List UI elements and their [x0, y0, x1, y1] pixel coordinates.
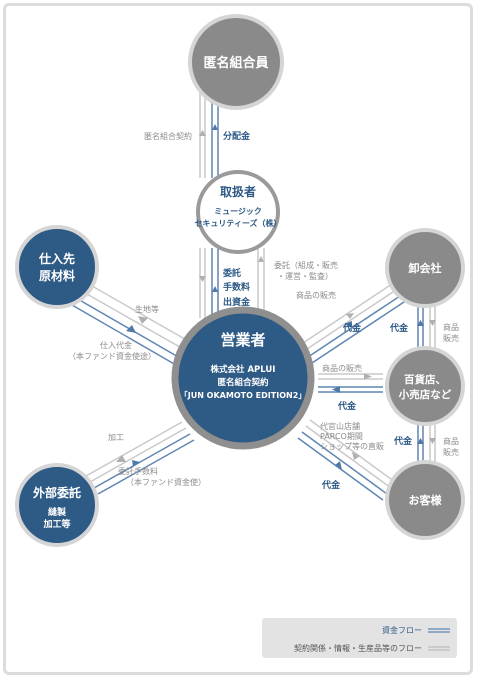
label-daikin-right-low: 代金	[393, 435, 413, 447]
node-gaibu: 外部委託 縫製 加工等	[15, 463, 99, 547]
label-daikanyama-1: 代官山店舗	[320, 421, 360, 431]
node-gaibu-line2: 加工等	[42, 518, 70, 530]
legend-money-flow: 資金フロー	[382, 625, 422, 635]
label-daikanyama-3: ショップ等の直販	[320, 441, 384, 451]
node-hyakkaten: 百貨店、 小売店など	[385, 346, 465, 426]
node-tokumei: 匿名組合員	[188, 14, 284, 110]
node-eigyosha: 営業者 株式会社 APLUI 匿名組合契約 「JUN OKAMOTO EDITI…	[171, 306, 315, 450]
node-shiiresaki-line2: 原材料	[39, 268, 75, 283]
label-daikin-oroshi: 代金	[342, 322, 362, 334]
flow-labels: 匿名組合契約 分配金 委託 手数料 出資金 委託（組成・販売 ・運営・監査） 生…	[68, 130, 459, 491]
node-okyakusama-title: お客様	[409, 493, 443, 507]
node-oroshi-title: 卸会社	[409, 261, 442, 275]
node-eigyosha-line3: 「JUN OKAMOTO EDITION2」	[180, 390, 307, 400]
label-shusshikin: 出資金	[223, 296, 251, 308]
node-hyakkaten-line2: 小売店など	[398, 388, 452, 401]
label-daikin-left-mid: 代金	[389, 322, 409, 334]
node-eigyosha-line2: 匿名組合契約	[217, 377, 269, 388]
label-shiire-daikin-1: 仕入代金	[100, 340, 132, 350]
label-daikin-okyaku: 代金	[321, 479, 341, 491]
label-haibunkin: 分配金	[223, 130, 251, 142]
label-shohin-hanbai-right-1: 商品	[443, 322, 459, 332]
node-shiiresaki: 仕入先 原材料	[15, 225, 99, 309]
node-toriatsukai: 取扱者 ミュージック セキュリティーズ（株）	[194, 170, 282, 254]
label-shiire-daikin-2: （本ファンド資金使途）	[68, 351, 156, 361]
label-tesuryo: 手数料	[223, 281, 250, 293]
node-toriatsukai-line2: セキュリティーズ（株）	[194, 218, 281, 228]
node-gaibu-line1: 縫製	[47, 506, 67, 518]
label-shohin-hanbai-oroshi: 商品の販売	[296, 290, 336, 300]
node-eigyosha-line1: 株式会社 APLUI	[211, 364, 276, 375]
label-itaku-tesuryo-2: （本ファンド資金使）	[126, 477, 206, 487]
label-shohin-hanbai-right2-1: 商品	[443, 436, 459, 446]
label-tokumei-keiyaku: 匿名組合契約	[144, 131, 192, 141]
label-kako: 加工	[108, 432, 124, 442]
node-toriatsukai-line1: ミュージック	[214, 206, 262, 216]
node-gaibu-title: 外部委託	[33, 485, 81, 500]
label-shohin-hanbai-right2-2: 販売	[443, 447, 459, 457]
label-itaku-kumisei-2: ・運営・監査）	[277, 271, 333, 281]
node-hyakkaten-line1: 百貨店、	[404, 373, 446, 386]
label-itaku-kumisei-1: 委託（組成・販売	[274, 260, 338, 270]
arrow-heads	[116, 124, 436, 470]
label-itaku: 委託	[222, 267, 241, 279]
label-shohin-hanbai-hyakka: 商品の販売	[322, 363, 362, 373]
label-kiji-nado: 生地等	[135, 304, 159, 314]
label-shohin-hanbai-right-2: 販売	[443, 333, 459, 343]
node-shiiresaki-line1: 仕入先	[38, 251, 75, 266]
label-daikin-hyakka: 代金	[337, 400, 357, 412]
label-daikanyama-2: PARCO期間	[320, 432, 363, 441]
node-oroshi: 卸会社	[385, 228, 465, 308]
legend: 資金フロー 契約関係・情報・生産品等のフロー	[262, 618, 457, 658]
legend-contract-flow: 契約関係・情報・生産品等のフロー	[294, 643, 422, 653]
label-itaku-tesuryo-1: 委託手数料	[118, 466, 158, 476]
node-eigyosha-title: 営業者	[220, 331, 265, 349]
node-toriatsukai-title: 取扱者	[220, 184, 256, 199]
node-tokumei-title: 匿名組合員	[203, 55, 268, 71]
node-okyakusama: お客様	[385, 460, 465, 540]
